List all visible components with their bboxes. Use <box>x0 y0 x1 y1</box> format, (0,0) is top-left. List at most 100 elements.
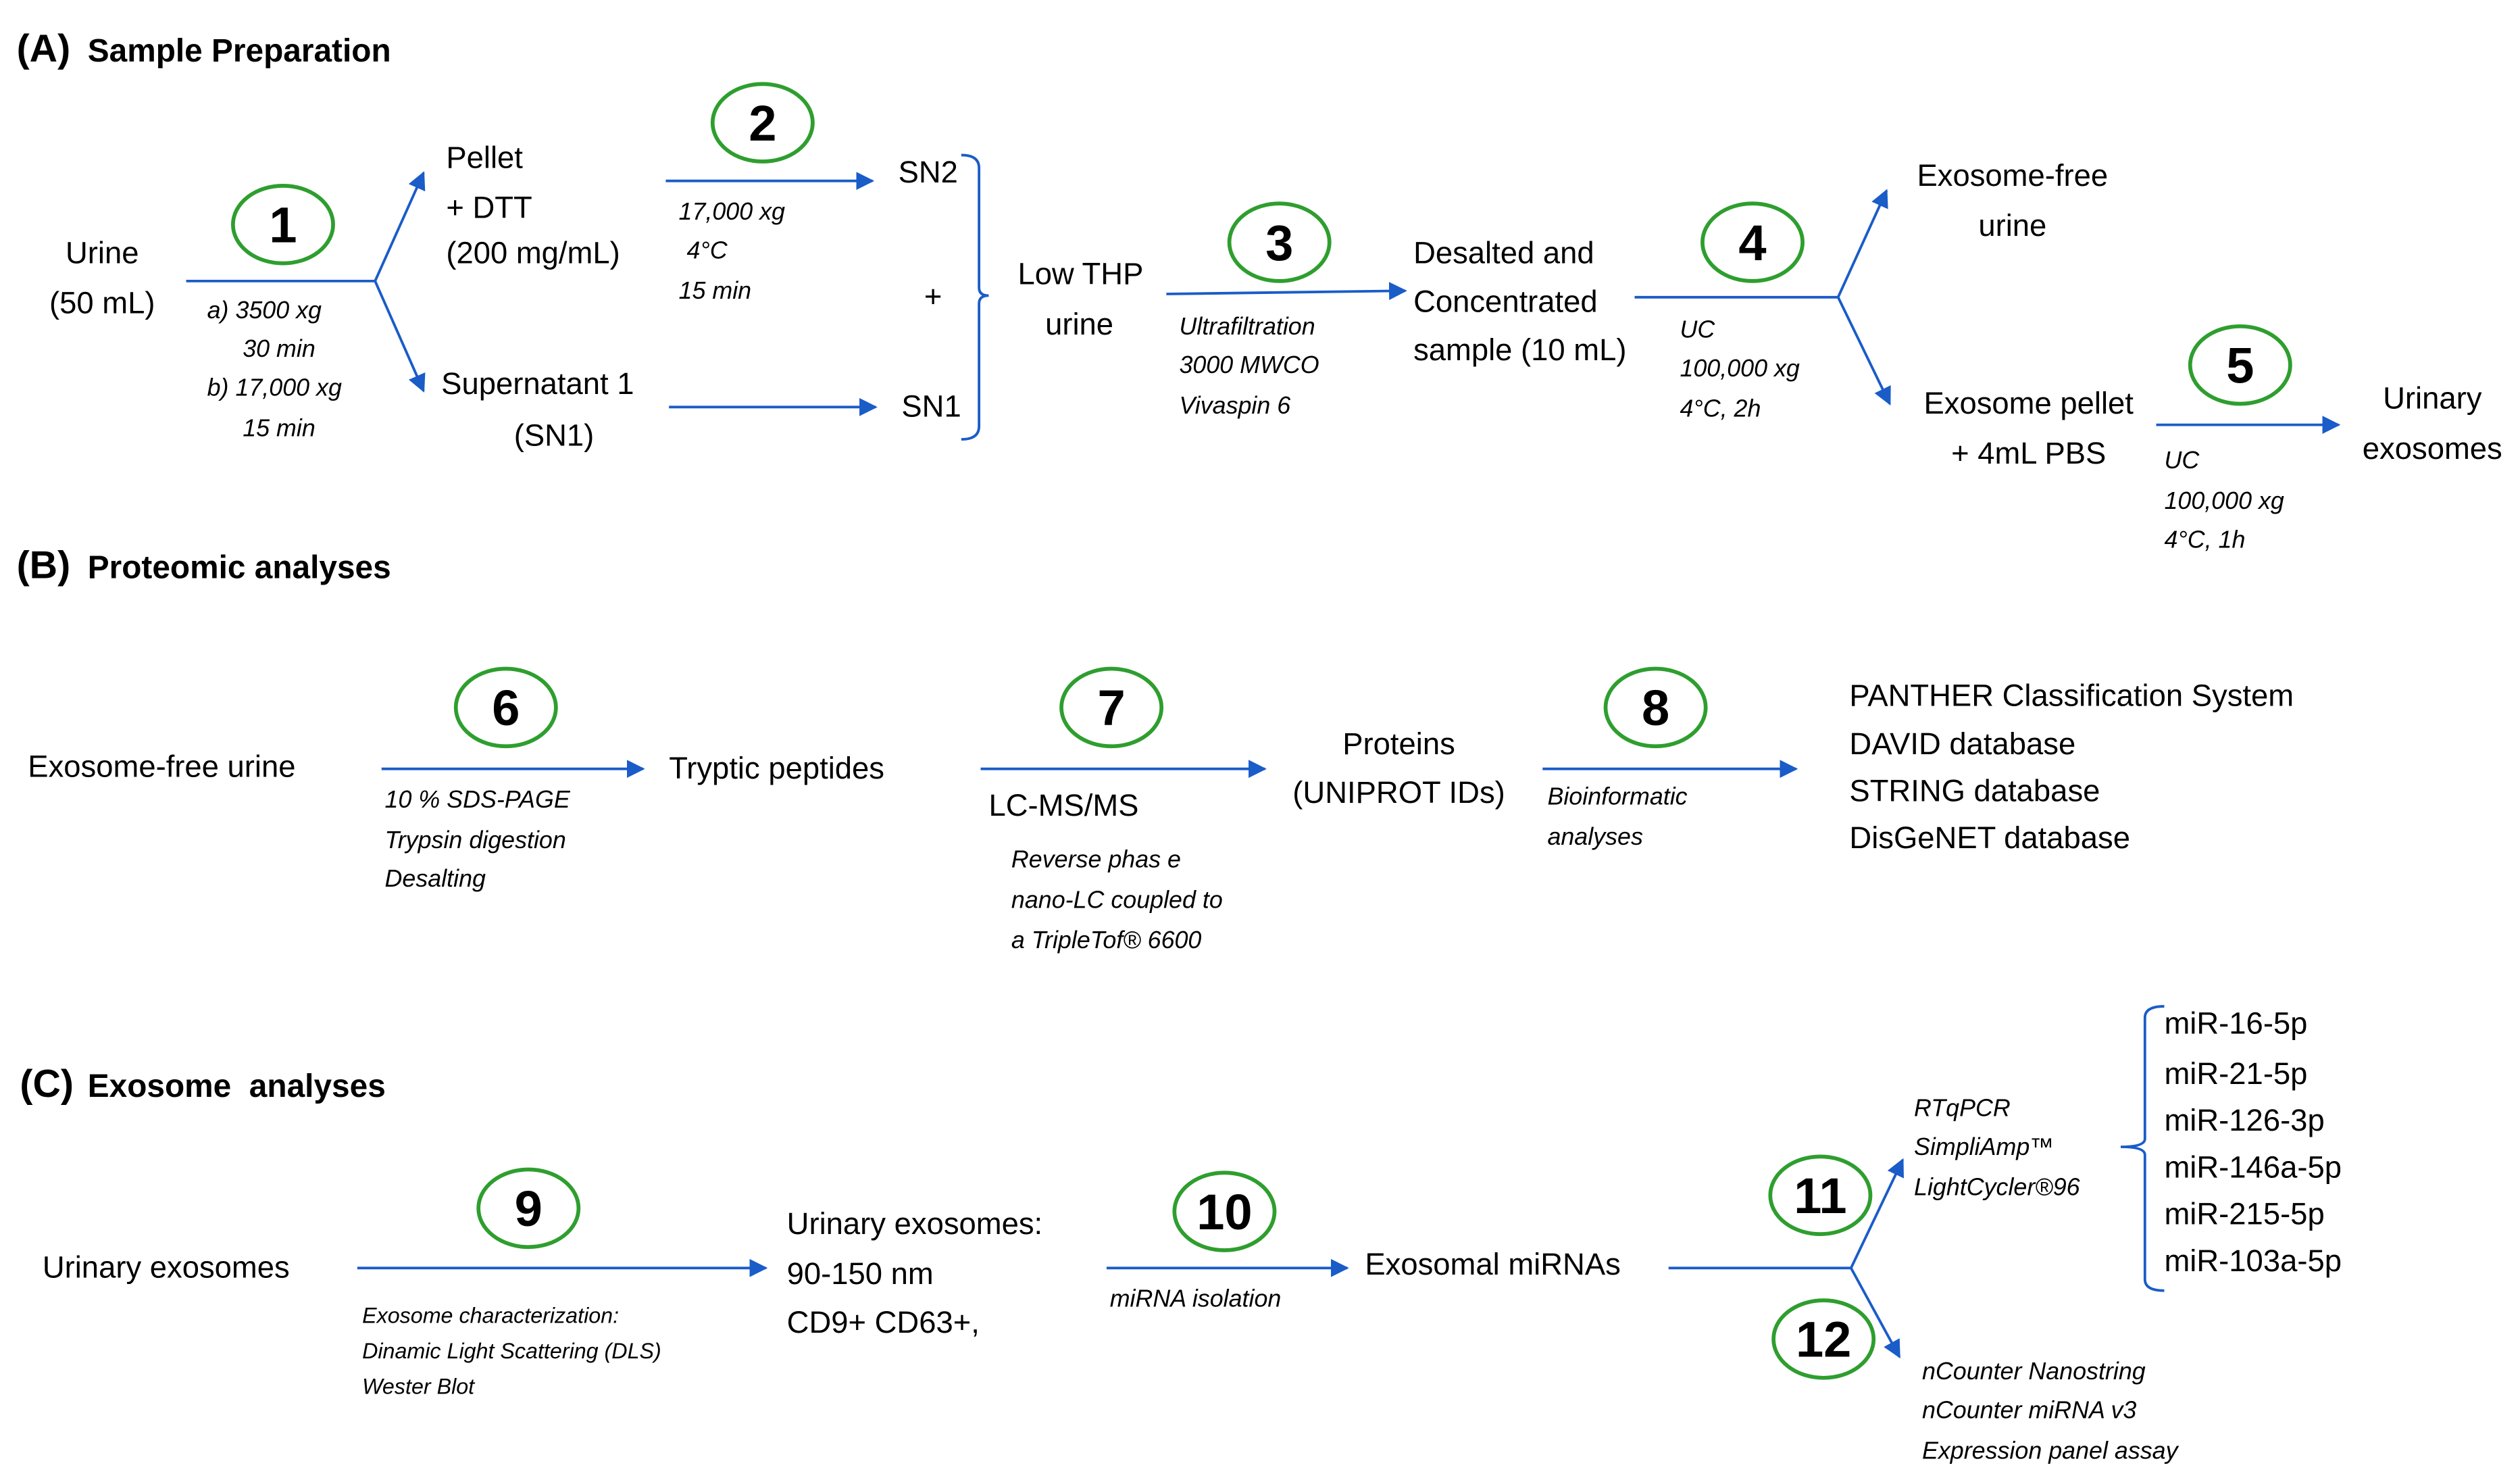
node-exosome-free: urine <box>1978 208 2046 243</box>
section-title: Sample Preparation <box>88 33 391 69</box>
mirna-item: miR-215-5p <box>2164 1197 2324 1231</box>
arrow <box>1166 282 1407 300</box>
condition-text: UC <box>1680 316 1715 343</box>
node-tryptic-peptides: Tryptic peptides <box>669 751 884 785</box>
step-circle <box>1603 666 1708 749</box>
condition-text: 3000 MWCO <box>1179 351 1319 378</box>
step-number: 7 <box>1098 680 1126 736</box>
step-circle <box>230 184 335 266</box>
step-number: 8 <box>1642 680 1669 736</box>
section-c: (C) Exosome analyses Urinary exosomes 9 … <box>20 1005 2342 1464</box>
mirna-item: miR-103a-5p <box>2164 1243 2341 1278</box>
step-circle <box>1771 1298 1876 1380</box>
step-circle <box>476 1167 581 1250</box>
mirna-item: miR-146a-5p <box>2164 1150 2341 1184</box>
node-low-thp: Low THP <box>1017 257 1143 291</box>
node-urinary-exosomes: Urinary exosomes <box>43 1250 290 1285</box>
node-desalted: Desalted and <box>1413 236 1594 270</box>
step-number: 6 <box>492 680 520 736</box>
node-exosome-free: Exosome-free <box>1917 158 2108 193</box>
condition-text: b) 17,000 xg <box>207 374 342 401</box>
node-desalted: sample (10 mL) <box>1413 332 1626 367</box>
node-proteins: Proteins <box>1342 726 1455 761</box>
section-label: (B) <box>17 544 71 587</box>
tool-item: PANTHER Classification System <box>1849 679 2294 713</box>
condition-text: RTqPCR <box>1914 1095 2011 1122</box>
section-label: (C) <box>20 1062 74 1106</box>
arrow <box>374 171 426 282</box>
node-urine: Urine <box>66 236 139 270</box>
section-title: Exosome analyses <box>88 1068 386 1104</box>
condition-text: analyses <box>1547 823 1643 850</box>
arrow <box>374 280 426 393</box>
step-number: 3 <box>1265 215 1293 271</box>
step-number: 4 <box>1738 215 1766 271</box>
node-exosomal-mirnas: Exosomal miRNAs <box>1365 1247 1620 1281</box>
node-urinary-exosomes: exosomes <box>2363 431 2502 466</box>
mirna-item: miR-126-3p <box>2164 1103 2324 1137</box>
condition-text: 30 min <box>243 335 316 362</box>
node-proteins: (UNIPROT IDs) <box>1292 775 1505 810</box>
step-circle <box>1227 201 1332 283</box>
condition-text: SimpliAmp™ <box>1914 1133 2054 1160</box>
node-urinary-exosomes-size: Urinary exosomes: <box>787 1206 1043 1241</box>
step-circle <box>1700 201 1805 283</box>
condition-text: Exosome characterization: <box>362 1304 619 1328</box>
condition-text: LightCycler®96 <box>1914 1174 2080 1201</box>
brace <box>961 153 989 441</box>
step-number: 1 <box>269 197 297 253</box>
step-number: 10 <box>1196 1184 1252 1240</box>
condition-text: Wester Blot <box>362 1375 476 1399</box>
node-supernatant: Supernatant 1 <box>441 366 634 401</box>
arrow <box>1850 1267 1901 1359</box>
node-pellet: (200 mg/mL) <box>446 236 620 270</box>
condition-text: nCounter Nanostring <box>1922 1358 2146 1385</box>
condition-text: UC <box>2164 447 2200 474</box>
step-number: 9 <box>515 1181 543 1237</box>
step-circle <box>710 82 815 164</box>
arrow <box>1836 189 1888 298</box>
condition-text: 4°C, 1h <box>2164 526 2245 553</box>
section-title: Proteomic analyses <box>88 550 391 586</box>
method-lcms: LC-MS/MS <box>988 788 1138 822</box>
condition-text: 17,000 xg <box>679 198 786 225</box>
node-exosome-pellet: + 4mL PBS <box>1951 436 2106 470</box>
condition-text: Expression panel assay <box>1922 1437 2179 1464</box>
node-urinary-exosomes-size: CD9+ CD63+, <box>787 1305 980 1339</box>
node-urinary-exosomes-size: 90-150 nm <box>787 1256 934 1291</box>
node-sn1: SN1 <box>901 389 961 424</box>
step-number: 11 <box>1794 1168 1846 1224</box>
condition-text: Trypsin digestion <box>385 827 566 854</box>
condition-text: 4°C, 2h <box>1680 395 1761 422</box>
condition-text: nano-LC coupled to <box>1011 886 1223 913</box>
tool-item: STRING database <box>1849 774 2100 808</box>
node-urinary-exosomes: Urinary <box>2383 381 2482 416</box>
condition-text: 100,000 xg <box>2164 487 2284 514</box>
condition-text: Vivaspin 6 <box>1179 392 1290 419</box>
condition-text: Reverse phas e <box>1011 846 1181 873</box>
condition-text: 10 % SDS-PAGE <box>385 786 571 813</box>
node-exosome-pellet: Exosome pellet <box>1923 386 2134 420</box>
section-label: (A) <box>17 27 71 70</box>
node-sn2: SN2 <box>899 155 958 189</box>
condition-text: 100,000 xg <box>1680 355 1799 382</box>
condition-text: 15 min <box>679 277 752 304</box>
tool-item: DisGeNET database <box>1849 820 2130 855</box>
step-circle <box>1768 1154 1873 1236</box>
section-b: (B) Proteomic analyses Exosome-free urin… <box>17 544 2294 954</box>
node-urine-volume: (50 mL) <box>49 286 155 320</box>
node-exosome-free-urine: Exosome-free urine <box>28 749 295 784</box>
condition-text: Desalting <box>385 865 486 892</box>
condition-text: 4°C <box>686 237 728 264</box>
section-a: (A) Sample Preparation Urine (50 mL) 1 a… <box>17 27 2502 553</box>
mirna-item: miR-21-5p <box>2164 1056 2307 1091</box>
condition-text: miRNA isolation <box>1110 1285 1282 1312</box>
step-circle <box>1172 1171 1277 1252</box>
step-number: 2 <box>749 95 776 151</box>
condition-text: a TripleTof® 6600 <box>1011 927 1202 954</box>
arrow <box>1836 296 1891 405</box>
condition-text: a) 3500 xg <box>207 297 322 324</box>
plus-sign: + <box>924 279 942 314</box>
node-desalted: Concentrated <box>1413 284 1598 318</box>
